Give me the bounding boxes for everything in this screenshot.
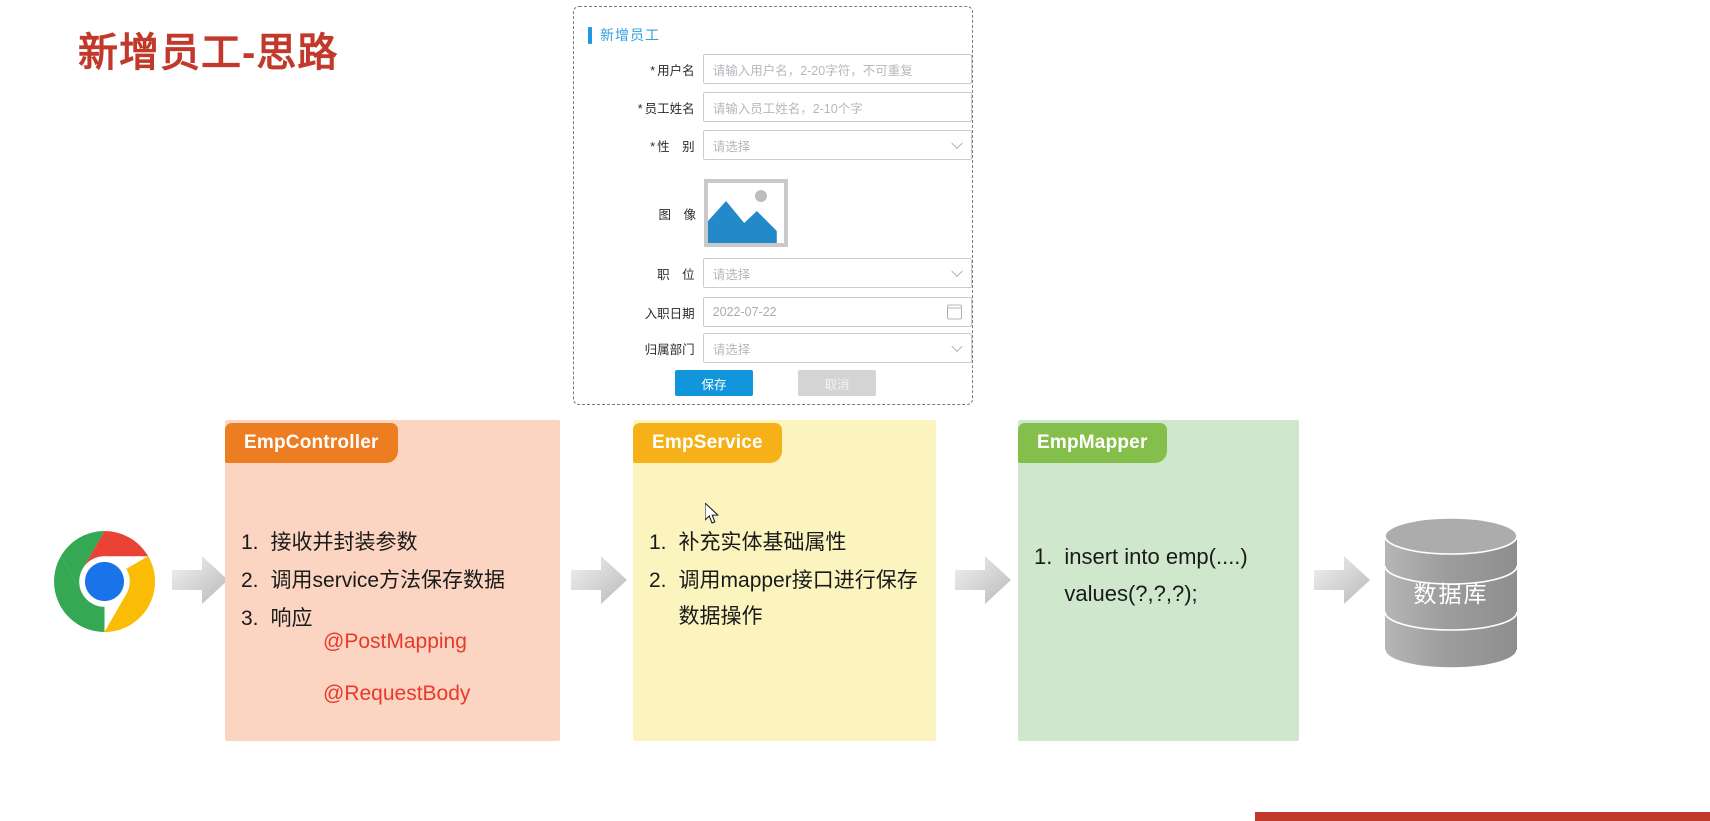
chevron-down-icon [951, 265, 963, 278]
arrow-right-icon [1314, 556, 1370, 604]
flow-tab-service: EmpService [633, 423, 782, 463]
list-item: 1. 接收并封装参数 [241, 525, 550, 561]
image-placeholder-sun-icon [755, 190, 767, 202]
list-item: 1. 补充实体基础属性 [649, 525, 926, 561]
list-item-text: 调用mapper接口进行保存数据操作 [678, 569, 918, 629]
list-item-text: 调用service方法保存数据 [270, 569, 506, 593]
flow-box-controller: EmpController 1. 接收并封装参数 2. 调用service方法保… [225, 420, 560, 741]
flow-list-controller: 1. 接收并封装参数 2. 调用service方法保存数据 3. 响应 [241, 525, 550, 639]
list-item-text: 接收并封装参数 [270, 531, 418, 554]
list-item-number: 1. [649, 531, 667, 554]
list-item: 3. 响应 [241, 601, 550, 637]
form-row-hire-date: 入职日期 2022-07-22 [574, 297, 972, 327]
select-gender-placeholder: 请选择 [712, 139, 751, 154]
arrow-right-icon [172, 556, 228, 604]
flow-tab-mapper: EmpMapper [1018, 423, 1167, 463]
select-department-placeholder: 请选择 [712, 342, 751, 357]
form-row-department: 归属部门 请选择 [574, 333, 972, 363]
label-username: *用户名 [650, 63, 695, 78]
form-row-position: 职 位 请选择 [574, 258, 972, 288]
list-item-text: insert into emp(....) values(?,?,?); [1064, 544, 1248, 607]
flow-box-service: EmpService 1. 补充实体基础属性 2. 调用mapper接口进行保存… [633, 420, 936, 741]
label-image: 图 像 [658, 207, 696, 222]
list-item-number: 1. [241, 531, 259, 554]
arrow-right-icon [955, 556, 1011, 604]
annotation-post-mapping: @PostMapping [323, 630, 467, 653]
chevron-down-icon [951, 340, 963, 353]
database-cylinder-icon [1384, 518, 1518, 668]
form-accent-bar [588, 26, 592, 44]
calendar-icon[interactable] [947, 304, 962, 320]
form-row-username: *用户名 请输入用户名，2-20字符，不可重复 [574, 54, 972, 84]
list-item-number: 3. [241, 607, 259, 631]
form-actions: 保存 取消 [675, 370, 876, 396]
cancel-button[interactable]: 取消 [798, 370, 876, 396]
select-department[interactable]: 请选择 [702, 333, 972, 363]
list-item-text: 响应 [270, 607, 313, 631]
list-item-number: 2. [649, 569, 667, 593]
list-item-number: 1. [1034, 544, 1053, 569]
select-gender[interactable]: 请选择 [702, 130, 972, 160]
label-department: 归属部门 [644, 342, 695, 357]
image-upload-button[interactable] [704, 179, 788, 247]
date-input-hire-date-placeholder: 2022-07-22 [712, 305, 777, 319]
flow-list-service: 1. 补充实体基础属性 2. 调用mapper接口进行保存数据操作 [649, 525, 926, 637]
required-marker-username: * [650, 63, 656, 78]
label-position: 职 位 [657, 267, 695, 282]
form-title: 新增员工 [600, 27, 660, 43]
input-employee-name-placeholder: 请输入员工姓名，2-10个字 [712, 101, 863, 116]
form-row-employee-name: *员工姓名 请输入员工姓名，2-10个字 [574, 92, 972, 122]
label-employee-name: *员工姓名 [637, 101, 695, 116]
form-row-gender: *性 别 请选择 [574, 130, 972, 160]
arrow-right-icon [571, 556, 627, 604]
date-input-hire-date[interactable]: 2022-07-22 [702, 297, 972, 327]
list-item: 2. 调用mapper接口进行保存数据操作 [649, 563, 926, 635]
mouse-cursor [705, 503, 720, 524]
list-item-number: 2. [241, 569, 259, 593]
required-marker-employee-name: * [637, 101, 643, 116]
add-employee-form-card: 新增员工 *用户名 请输入用户名，2-20字符，不可重复 *员工姓名 请输入员工… [573, 6, 973, 405]
flow-list-mapper: 1. insert into emp(....) values(?,?,?); [1034, 538, 1289, 615]
save-button[interactable]: 保存 [675, 370, 753, 396]
flow-tab-controller: EmpController [225, 423, 398, 463]
label-hire-date: 入职日期 [644, 306, 695, 321]
list-item: 2. 调用service方法保存数据 [241, 563, 550, 599]
select-position[interactable]: 请选择 [702, 258, 972, 288]
bottom-accent-strip [1255, 812, 1710, 821]
chrome-logo [54, 531, 155, 632]
input-employee-name[interactable]: 请输入员工姓名，2-10个字 [702, 92, 972, 122]
image-placeholder-mountain-icon [708, 201, 777, 243]
list-item-text: 补充实体基础属性 [678, 531, 847, 554]
list-item: 1. insert into emp(....) values(?,?,?); [1034, 538, 1289, 613]
select-position-placeholder: 请选择 [712, 267, 751, 282]
chevron-down-icon [951, 137, 963, 150]
page-title: 新增员工-思路 [78, 31, 339, 75]
input-username[interactable]: 请输入用户名，2-20字符，不可重复 [702, 54, 972, 84]
flow-box-mapper: EmpMapper 1. insert into emp(....) value… [1018, 420, 1299, 741]
form-row-image: 图 像 [574, 179, 972, 247]
input-username-placeholder: 请输入用户名，2-20字符，不可重复 [712, 63, 913, 78]
form-header: 新增员工 [588, 25, 660, 45]
label-gender: *性 别 [650, 139, 695, 154]
required-marker-gender: * [650, 139, 656, 154]
annotation-request-body: @RequestBody [323, 682, 471, 705]
